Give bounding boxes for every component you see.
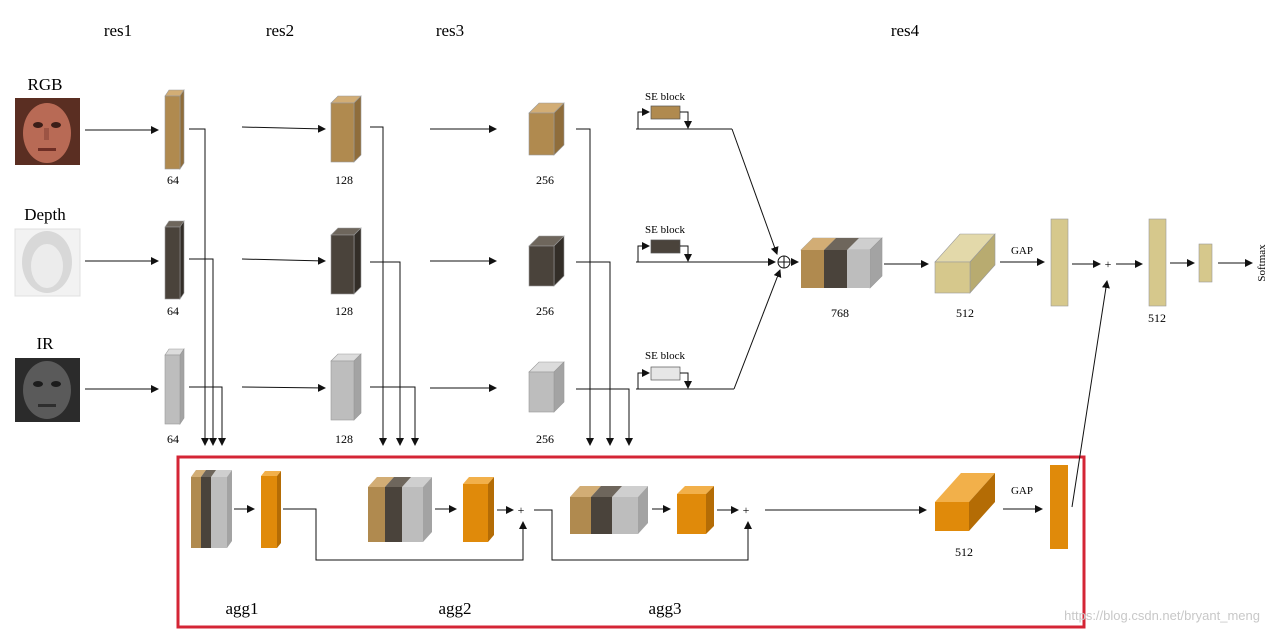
se-block-ir (650, 366, 681, 381)
face-image-depth (14, 228, 81, 297)
se-block-label-rgb: SE block (645, 91, 686, 103)
softmax-label: Softmax (1256, 244, 1268, 282)
modality-label-depth: Depth (24, 205, 66, 224)
feature-block-ir-res2 (330, 353, 362, 421)
gap-label-main: GAP (1011, 245, 1033, 257)
fc-vector-512 (1148, 218, 1167, 307)
face-image-ir (15, 358, 80, 422)
agg3-output-block (677, 486, 714, 534)
channel-label-rgb-res3: 256 (536, 173, 554, 187)
watermark: https://blog.csdn.net/bryant_meng (1064, 608, 1260, 623)
concat-block-768 (800, 237, 883, 289)
se-block-rgb (650, 105, 681, 120)
agg-label-agg2: agg2 (438, 599, 471, 618)
agg-label-agg1: agg1 (225, 599, 258, 618)
channel-label-rgb-res2: 128 (335, 173, 353, 187)
feature-block-depth-res3 (528, 235, 565, 287)
sum-operator-agg3: + (743, 503, 750, 517)
stage-label-res1: res1 (104, 21, 132, 40)
sum-operator-main: + (1105, 257, 1112, 271)
channel-label-res4: 512 (956, 306, 974, 320)
feature-block-rgb-res2 (330, 95, 362, 163)
stage-label-res4: res4 (891, 21, 920, 40)
feature-block-ir-res3 (528, 361, 565, 413)
face-image-rgb (15, 98, 80, 165)
channel-label-depth-res1: 64 (167, 304, 179, 318)
modality-label-rgb: RGB (28, 75, 63, 94)
se-block-label-depth: SE block (645, 224, 686, 236)
feature-block-depth-res2 (330, 227, 362, 295)
feature-block-depth-res1 (164, 220, 185, 300)
agg-output-block-512 (935, 473, 995, 531)
feature-block-ir-res1 (164, 348, 185, 425)
channel-label-fc: 512 (1148, 311, 1166, 325)
aggregation-frame (176, 455, 1086, 629)
stage-label-res2: res2 (266, 21, 294, 40)
channel-label-ir-res2: 128 (335, 432, 353, 446)
channel-label-rgb-res1: 64 (167, 173, 179, 187)
res4-block-512 (934, 233, 996, 294)
output-vector (1198, 243, 1213, 283)
agg3-concat-block (570, 486, 648, 534)
agg1-concat-block (191, 470, 232, 548)
channel-label-concat: 768 (831, 306, 849, 320)
agg2-output-block (463, 477, 494, 542)
concat-operator (777, 255, 791, 269)
modality-label-ir: IR (37, 334, 55, 353)
channel-label-ir-res3: 256 (536, 432, 554, 446)
gap-label-agg: GAP (1011, 485, 1033, 497)
agg1-output-block (261, 471, 281, 548)
channel-label-depth-res2: 128 (335, 304, 353, 318)
feature-block-rgb-res3 (528, 102, 565, 156)
stage-label-res3: res3 (436, 21, 464, 40)
channel-label-agg-out: 512 (955, 545, 973, 559)
sum-operator-agg2: + (518, 503, 525, 517)
gap-vector-agg (1050, 465, 1068, 549)
gap-vector-main (1050, 218, 1069, 307)
channel-label-depth-res3: 256 (536, 304, 554, 318)
agg-label-agg3: agg3 (648, 599, 681, 618)
agg2-concat-block (368, 477, 432, 542)
se-block-label-ir: SE block (645, 350, 686, 362)
se-block-depth (650, 239, 681, 254)
channel-label-ir-res1: 64 (167, 432, 179, 446)
feature-block-rgb-res1 (164, 89, 185, 170)
